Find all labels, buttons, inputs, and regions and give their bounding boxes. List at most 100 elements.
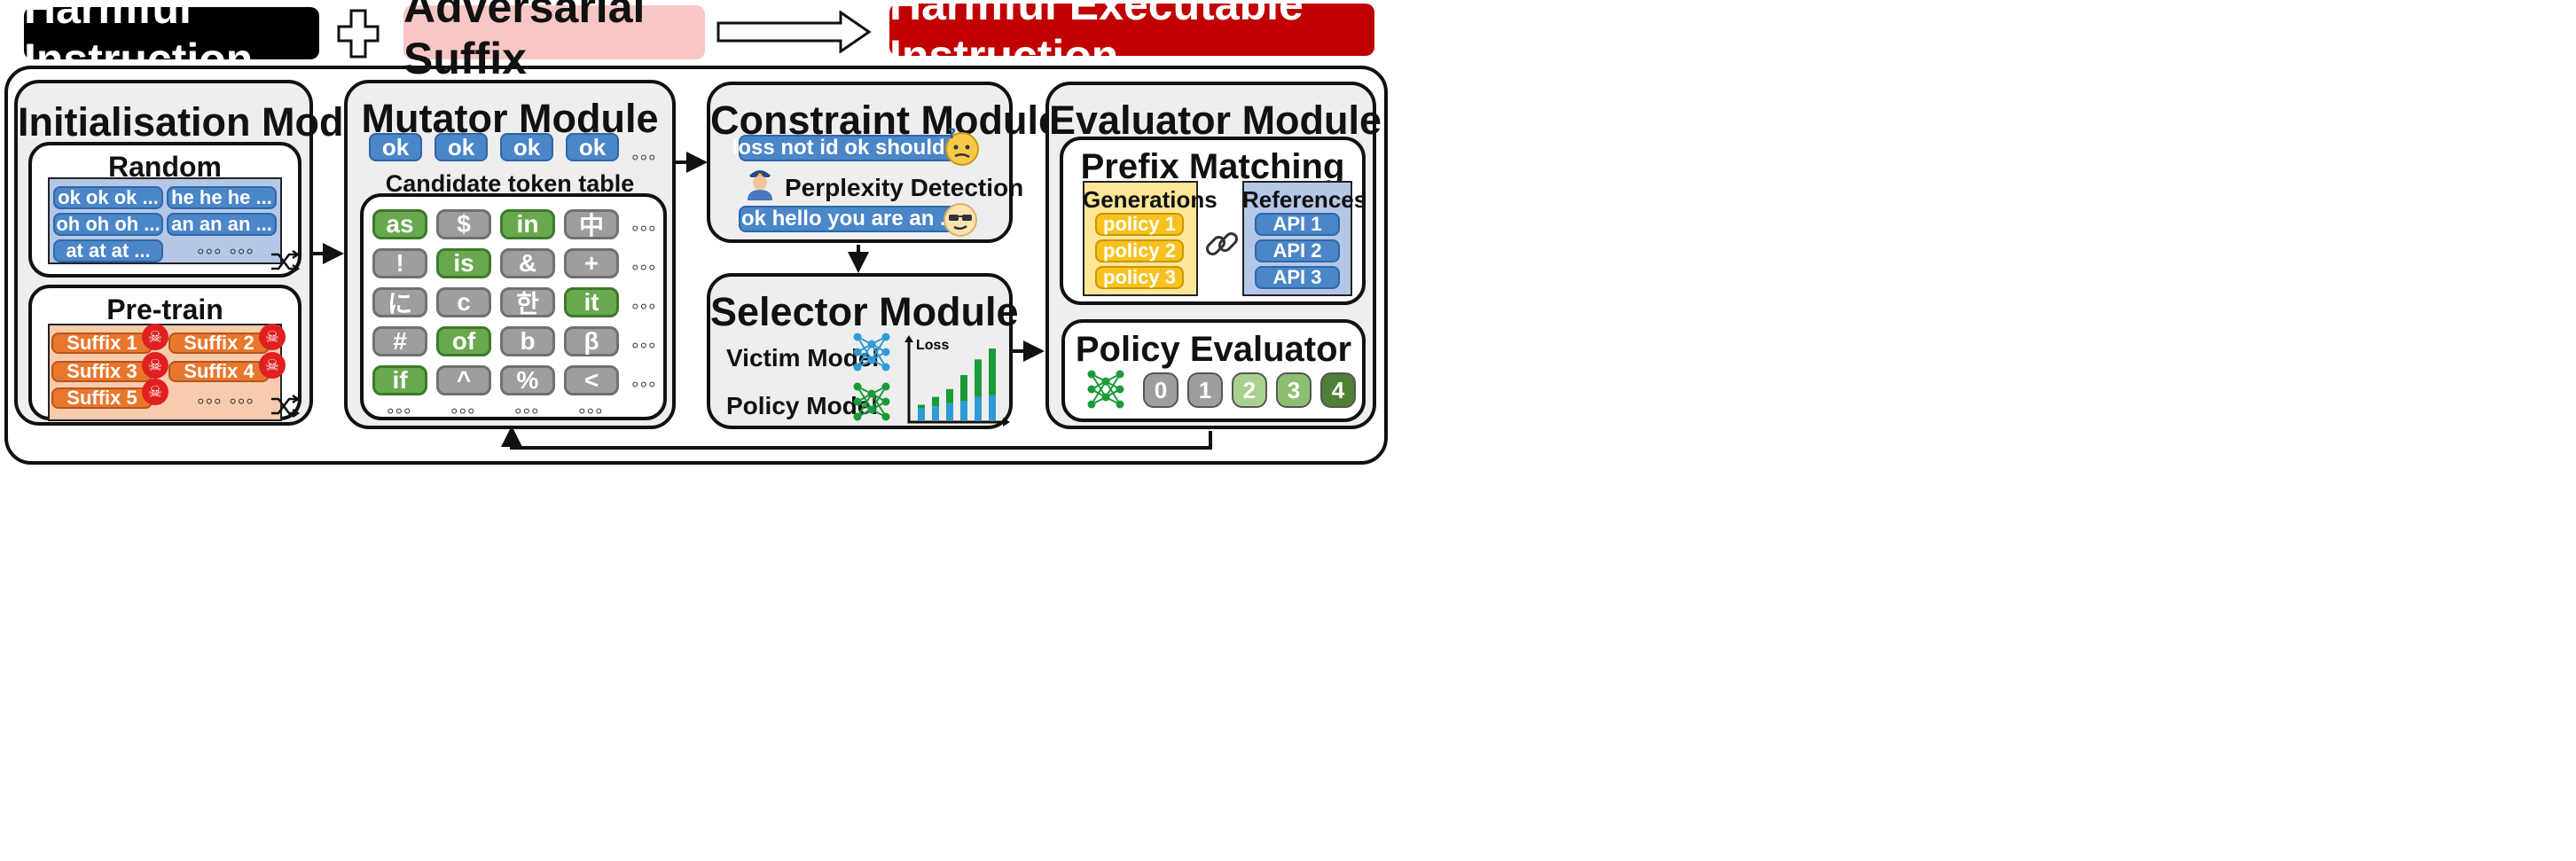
harmful-instruction-label: Harmful Instruction xyxy=(24,0,254,84)
cool-face-icon xyxy=(943,203,977,237)
candidate-token: of xyxy=(436,326,491,356)
column-ellipsis: ◦◦◦ xyxy=(387,399,412,423)
confused-face-icon: ? xyxy=(945,128,979,166)
row-ellipsis: ◦◦◦ xyxy=(631,333,657,357)
pipeline-frame xyxy=(4,66,1388,465)
generations-title: Generations xyxy=(1083,186,1218,213)
generation-pill: policy 1 xyxy=(1095,213,1184,236)
column-ellipsis: ◦◦◦ xyxy=(450,399,476,423)
candidate-token: is xyxy=(436,248,491,278)
prefix-matching-title: Prefix Matching xyxy=(1080,147,1345,186)
candidate-token: % xyxy=(500,365,555,395)
plus-icon xyxy=(337,9,380,59)
column-ellipsis: ◦◦◦ xyxy=(514,399,540,423)
candidate-token: it xyxy=(564,287,619,317)
candidate-token: < xyxy=(564,365,619,395)
column-ellipsis: ◦◦◦ xyxy=(578,399,604,423)
adversarial-suffix-box: Adversarial Suffix xyxy=(403,0,705,83)
arrow-right-icon xyxy=(716,11,872,53)
candidate-token: in xyxy=(500,209,555,239)
loss-bar xyxy=(975,359,982,397)
random-pill: an an an ... xyxy=(167,213,277,236)
skull-icon: ☠ xyxy=(142,379,168,405)
rejected-suffix-pill: loss not id ok should ... xyxy=(732,135,969,161)
svg-text:?: ? xyxy=(948,128,956,142)
candidate-token: 中 xyxy=(564,209,619,239)
candidate-token: ! xyxy=(372,248,427,278)
random-ellipsis: ◦◦◦ ◦◦◦ xyxy=(197,239,254,263)
mutator-module: Mutator Module ok ok ok ok ◦◦◦ Candidate… xyxy=(344,80,676,429)
suffix-pill: Suffix 3 xyxy=(51,360,153,382)
loss-bar xyxy=(989,395,996,420)
perplexity-detection-label: Perplexity Detection xyxy=(785,174,1024,201)
candidate-token: c xyxy=(436,287,491,317)
shuffle-icon xyxy=(271,395,300,418)
loss-bar xyxy=(989,348,996,395)
row-ellipsis: ◦◦◦ xyxy=(631,216,657,240)
loss-bar xyxy=(960,374,967,401)
skull-icon: ☠ xyxy=(142,352,168,379)
policy-evaluator-title: Policy Evaluator xyxy=(1075,330,1352,369)
generation-pill: policy 2 xyxy=(1095,239,1184,262)
constraint-module: Constraint Module loss not id ok should … xyxy=(707,82,1061,243)
accepted-suffix-pill: ok hello you are an ... xyxy=(739,206,960,232)
shuffle-icon xyxy=(271,250,300,273)
pretrain-ellipsis: ◦◦◦ ◦◦◦ xyxy=(197,389,254,413)
loss-bar xyxy=(946,403,953,420)
candidate-token: β xyxy=(564,326,619,356)
harmful-instruction-box: Harmful Instruction xyxy=(24,0,319,84)
connector-arrows xyxy=(312,152,1212,450)
random-panel: Random ok ok ok ... he he he ... oh oh o… xyxy=(28,142,301,278)
candidate-token: 한 xyxy=(500,287,555,317)
prefix-matching-panel: Prefix Matching Generations policy 1 pol… xyxy=(1060,137,1366,305)
loss-bar xyxy=(918,404,925,409)
police-officer-icon xyxy=(748,170,772,200)
candidate-token: as xyxy=(372,209,427,239)
adversarial-suffix-label: Adversarial Suffix xyxy=(403,0,646,83)
candidate-token: ^ xyxy=(436,365,491,395)
initialisation-title: Initialisation Module xyxy=(18,99,402,145)
candidate-token: + xyxy=(564,248,619,278)
generation-pill: policy 3 xyxy=(1095,266,1184,289)
harmful-executable-label: Harmful Executable Instruction xyxy=(889,0,1304,81)
references-title: References xyxy=(1242,186,1367,213)
loss-bar xyxy=(932,406,939,420)
random-pill: he he he ... xyxy=(167,186,277,209)
skull-icon: ☠ xyxy=(142,324,168,350)
suffix-pill: Suffix 2 xyxy=(168,332,270,354)
victim-model-label: Victim Model xyxy=(726,344,880,372)
sequence-ellipsis: ◦◦◦ xyxy=(631,145,657,169)
suffix-pill: Suffix 1 xyxy=(51,332,153,354)
random-pill: oh oh oh ... xyxy=(53,213,163,236)
row-ellipsis: ◦◦◦ xyxy=(631,294,657,318)
skull-icon: ☠ xyxy=(259,324,286,350)
link-icon xyxy=(1205,231,1239,256)
row-ellipsis: ◦◦◦ xyxy=(631,255,657,279)
pretrain-title: Pre-train xyxy=(106,294,223,325)
score-badge: 0 xyxy=(1143,372,1178,408)
sequence-token: ok xyxy=(500,133,553,161)
score-badge: 1 xyxy=(1187,372,1223,408)
random-pill: at at at ... xyxy=(53,239,163,262)
loss-axis-label: Loss xyxy=(916,338,949,353)
harmful-executable-box: Harmful Executable Instruction xyxy=(889,0,1374,81)
sequence-token: ok xyxy=(369,133,422,161)
random-pill: ok ok ok ... xyxy=(53,186,163,209)
candidate-token: # xyxy=(372,326,427,356)
policy-model-label: Policy Model xyxy=(726,392,879,419)
candidate-token: $ xyxy=(436,209,491,239)
selector-title: Selector Module xyxy=(710,289,1019,334)
loss-bar xyxy=(975,396,982,420)
evaluator-module: Evaluator Module Prefix Matching Generat… xyxy=(1045,82,1382,429)
candidate-token: if xyxy=(372,365,427,395)
loss-bar xyxy=(960,401,967,420)
x-axis-arrow xyxy=(1003,418,1010,427)
loss-bar xyxy=(918,408,925,420)
candidate-token: b xyxy=(500,326,555,356)
score-badge: 4 xyxy=(1320,372,1356,408)
initialisation-module: Initialisation Module Random ok ok ok ..… xyxy=(14,80,402,426)
skull-icon: ☠ xyxy=(259,352,286,379)
evaluator-title: Evaluator Module xyxy=(1049,98,1382,143)
chart-axes xyxy=(907,337,1008,424)
